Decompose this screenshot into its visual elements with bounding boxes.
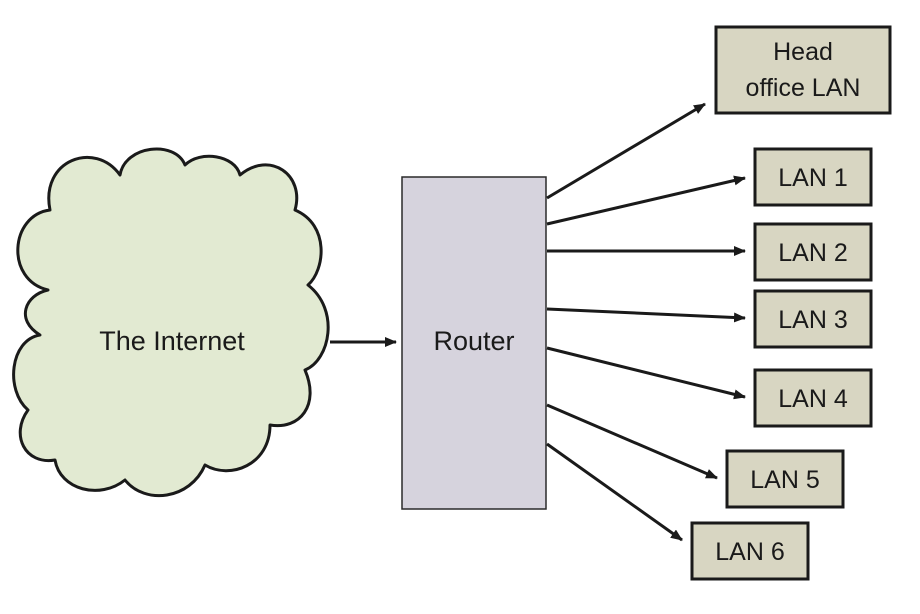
- lan-3-box: [753, 289, 873, 349]
- head-office-lan-box: [714, 25, 892, 115]
- arrow-to-lan-5: [546, 403, 718, 480]
- lan-3-label: LAN 3: [778, 306, 847, 334]
- lan-5-box: [725, 449, 845, 509]
- internet-label: The Internet: [99, 326, 245, 356]
- lan-2-box: [753, 222, 873, 282]
- head-office-lan-node: Head office LAN: [714, 25, 892, 115]
- lan-4-label: LAN 4: [778, 385, 848, 413]
- lan-4-box: [753, 368, 873, 428]
- router-label: Router: [433, 326, 514, 356]
- lan-6-label: LAN 6: [715, 538, 784, 566]
- lan-6-box: [690, 521, 810, 581]
- lan-1-node: LAN 1: [753, 147, 873, 207]
- lan-4-node: LAN 4: [753, 368, 873, 428]
- lan-5-label: LAN 5: [750, 466, 819, 494]
- lan-6-node: LAN 6: [690, 521, 810, 581]
- arrow-to-lan-6: [546, 442, 683, 542]
- head-office-label-line1: Head: [773, 38, 833, 66]
- internet-cloud: The Internet: [12, 147, 330, 497]
- lan-1-label: LAN 1: [778, 164, 847, 192]
- lan-2-label: LAN 2: [778, 239, 847, 267]
- lan-3-node: LAN 3: [753, 289, 873, 349]
- cloud-shape-icon: [12, 147, 330, 497]
- head-office-label-line2: office LAN: [746, 74, 861, 102]
- router-connections: [546, 102, 746, 542]
- lan-1-box: [753, 147, 873, 207]
- router-node: Router: [401, 176, 547, 510]
- router-box: [401, 176, 547, 510]
- arrow-to-lan-4: [546, 346, 746, 400]
- lan-5-node: LAN 5: [725, 449, 845, 509]
- arrow-to-lan-1: [546, 175, 746, 226]
- lan-2-node: LAN 2: [753, 222, 873, 282]
- arrow-to-lan-3: [546, 307, 746, 323]
- arrow-to-head-office: [546, 102, 706, 200]
